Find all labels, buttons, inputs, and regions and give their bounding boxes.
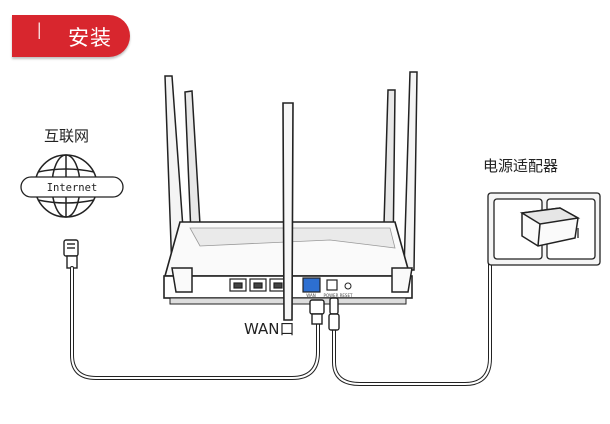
power-jack bbox=[326, 279, 338, 291]
wan-label: WAN口 bbox=[244, 320, 295, 338]
power-plug bbox=[328, 297, 340, 331]
internet-label: 互联网 bbox=[44, 127, 89, 145]
lan-ports bbox=[229, 278, 287, 292]
power-adapter-icon bbox=[519, 207, 581, 247]
front-antennas bbox=[171, 267, 413, 293]
wan-port-label: WAN bbox=[306, 293, 315, 298]
section-badge: I 安装 bbox=[12, 15, 130, 57]
section-number: I bbox=[36, 20, 43, 45]
center-antenna bbox=[282, 102, 294, 321]
adapter-label: 电源适配器 bbox=[483, 157, 558, 175]
section-title: 安装 bbox=[68, 26, 112, 50]
reset-button bbox=[344, 282, 352, 290]
globe-icon bbox=[20, 154, 124, 218]
wan-port bbox=[302, 277, 321, 293]
wan-plug bbox=[309, 299, 325, 325]
power-reset-label: POWER RESET bbox=[324, 293, 353, 298]
ethernet-plug-left bbox=[63, 239, 79, 269]
internet-box-label: Internet bbox=[47, 182, 98, 194]
